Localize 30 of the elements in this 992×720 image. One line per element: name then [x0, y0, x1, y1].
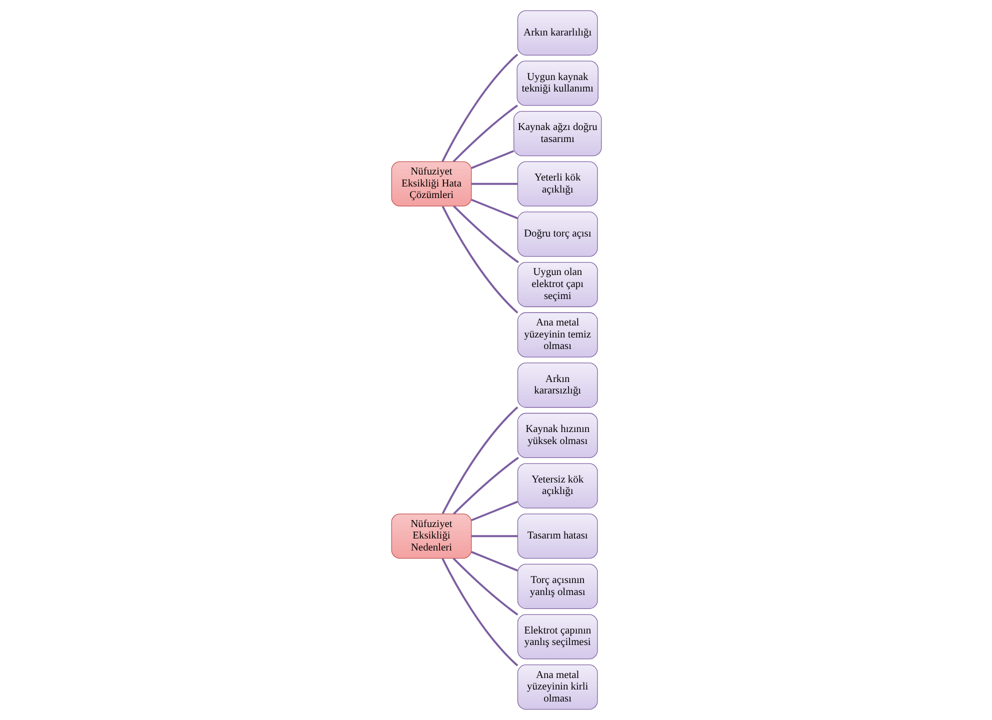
node-box: Ana metal yüzeyinin kirli olması: [516, 664, 598, 710]
node-box: Doğru torç açısı: [516, 212, 598, 257]
node-box: Nüfuziyet Eksikliği Hata Çözümleri: [390, 161, 472, 206]
connector: [441, 558, 518, 666]
connector: [470, 535, 518, 538]
node-box: Uygun olan elektrot çapı seçimi: [516, 262, 598, 308]
node-box: Ana metal yüzeyinin temiz olması: [516, 312, 598, 358]
connector: [441, 54, 518, 162]
connector: [470, 150, 514, 169]
node-box: Yetersiz kök açıklığı: [516, 463, 598, 508]
connector: [452, 205, 518, 264]
node-box: Tasarım hatası: [516, 514, 598, 559]
node-box: Kaynak ağzı doğru tasarımı: [513, 111, 602, 156]
connector: [452, 558, 518, 616]
connector: [452, 456, 518, 515]
connector: [441, 206, 518, 314]
node-box: Nüfuziyet Eksikliği Nedenleri: [390, 514, 472, 559]
connector: [470, 198, 518, 220]
node-box: Arkın kararsızlığı: [516, 362, 598, 408]
connector: [441, 406, 518, 514]
connector: [470, 551, 518, 572]
node-box: Kaynak hızının yüksek olması: [516, 412, 598, 458]
node-box: Uygun kaynak tekniği kullanımı: [516, 60, 598, 106]
connector: [452, 104, 518, 162]
node-box: Elektrot çapının yanlış seçilmesi: [516, 614, 598, 660]
node-box: Arkın kararlılığı: [516, 10, 598, 56]
connector: [470, 182, 518, 185]
connector: [470, 500, 518, 522]
node-box: Yeterli kök açıklığı: [516, 161, 598, 206]
node-box: Torç açısının yanlış olması: [516, 564, 598, 609]
